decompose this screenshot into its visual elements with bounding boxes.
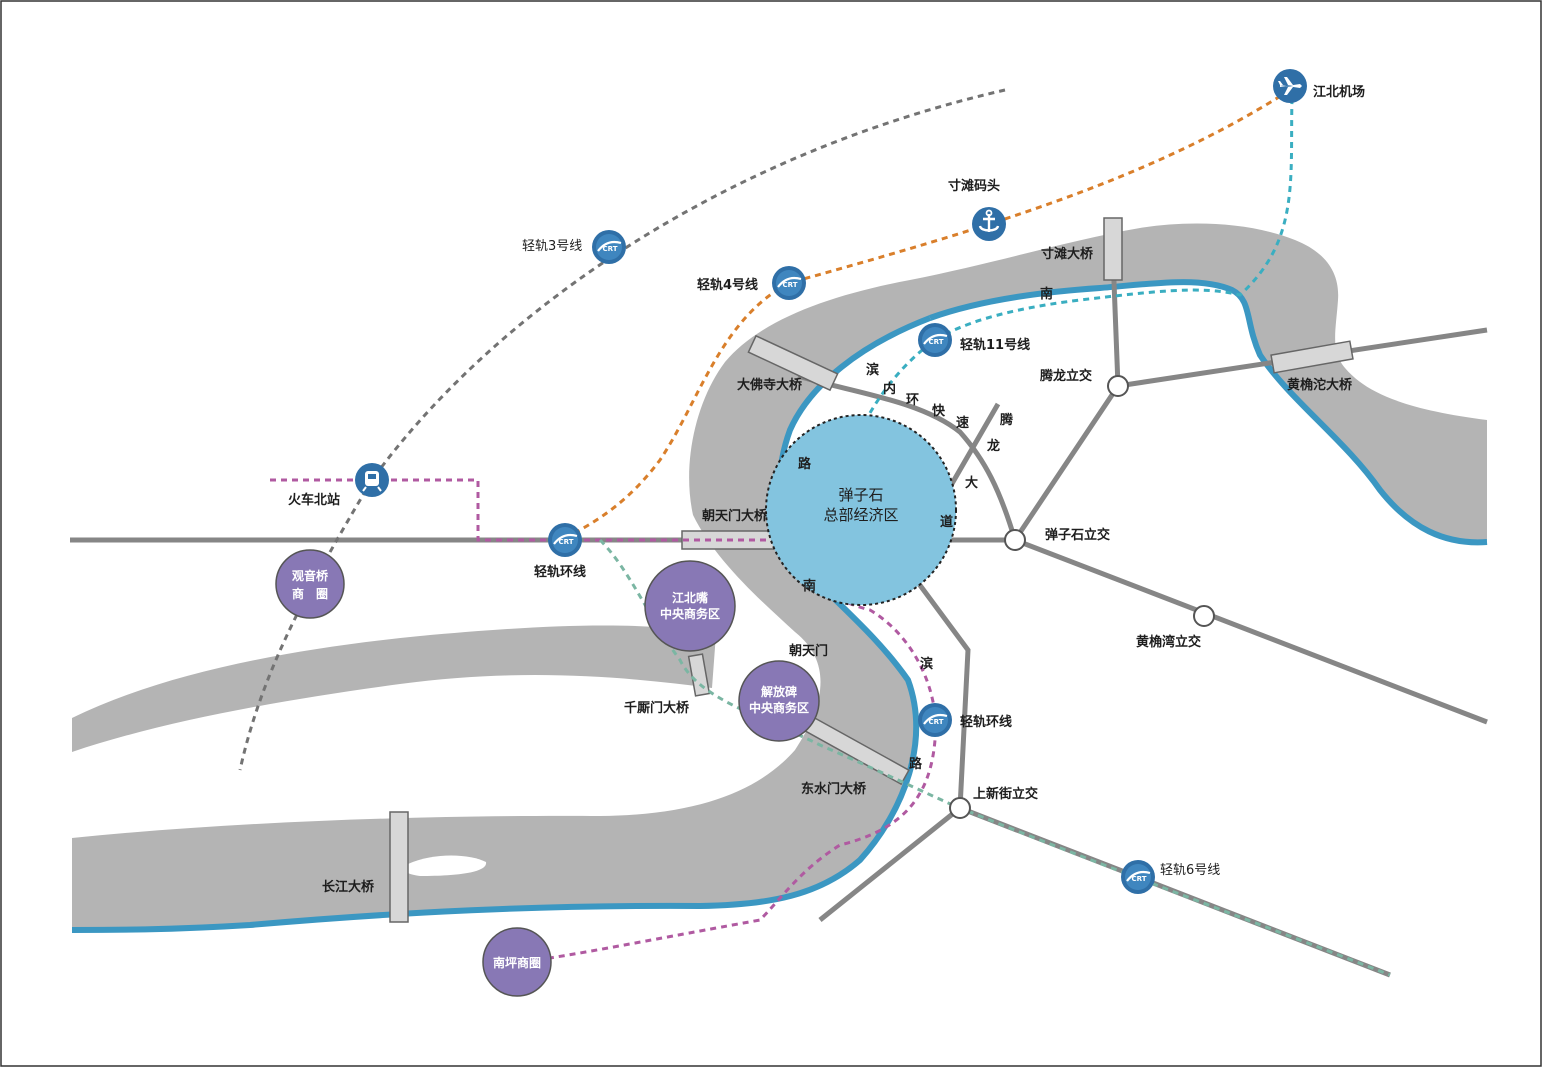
road-char: 滨 [920,656,933,672]
transit-lines [238,88,1391,977]
label-tenglong-interchange: 腾龙立交 [1039,368,1092,384]
road-char: 快 [932,403,946,419]
zone-label: 商 圈 [292,586,328,601]
road-char: 环 [906,393,919,408]
crt-icon[interactable] [916,321,954,359]
road-char: 路 [909,756,923,772]
label-lrt11: 轻轨11号线 [960,337,1030,353]
label-train-north: 火车北站 [288,492,340,508]
road-char: 南 [803,578,816,594]
zone-label: 解放碑 [761,684,797,699]
zone-guanyinqiao[interactable]: 观音桥 商 圈 [275,549,345,619]
zone-label: 江北嘴 [672,590,708,605]
crt-icon[interactable] [546,521,584,559]
label-wharf: 寸滩码头 [948,178,1000,194]
bridge-marks [389,217,1354,923]
label-lrt4: 轻轨4号线 [697,277,758,293]
road-char: 龙 [987,438,1000,454]
label-cuntan-bridge: 寸滩大桥 [1041,246,1094,262]
interchange-nodes [949,375,1215,819]
label-danzishi-interchange: 弹子石立交 [1045,527,1110,543]
airplane-icon[interactable] [1273,69,1307,103]
label-airport: 江北机场 [1313,84,1365,100]
label-lrt6: 轻轨6号线 [1160,863,1220,878]
label-lrt-loop-south: 轻轨环线 [960,714,1012,730]
anchor-icon[interactable] [972,207,1006,241]
bridge-labels: 寸滩大桥 黄桷沱大桥 大佛寺大桥 朝天门大桥 千厮门大桥 东水门大桥 长江大桥 [322,246,1353,895]
station-labels: 江北机场 寸滩码头 火车北站 轻轨3号线 轻轨4号线 轻轨11号线 轻轨环线 轻… [288,84,1365,878]
zone-jiangbeizui[interactable]: 江北嘴 中央商务区 [644,560,736,652]
road-char: 道 [940,514,953,530]
zone-jiefangbei[interactable]: 解放碑 中央商务区 [738,660,820,742]
danzishi-hub[interactable]: 弹子石 总部经济区 [765,414,957,606]
river-bank-north [928,279,1488,546]
label-changjiang-bridge: 长江大桥 [322,879,375,895]
road-char: 大 [965,475,978,491]
zone-label: 南坪商圈 [493,955,541,970]
road-char: 路 [798,456,812,472]
crt-icon[interactable] [1119,858,1157,896]
label-chaotianmen-bridge: 朝天门大桥 [702,508,768,524]
road-labels: 内 环 快 速 腾 龙 大 道 南 滨 路 南 滨 路 [798,286,1053,772]
label-huangjuewan-interchange: 黄桷湾立交 [1136,634,1201,650]
road-char: 内 [883,381,896,397]
zone-label: 中央商务区 [660,606,720,621]
river-island [404,855,487,876]
road-char: 南 [1040,286,1053,302]
road-char: 腾 [999,412,1014,428]
hub-label-2: 总部经济区 [823,506,898,524]
crt-icon[interactable] [770,264,808,302]
crt-icon[interactable] [916,701,954,739]
label-dafosi-bridge: 大佛寺大桥 [737,377,803,393]
yangtze-river [72,223,1487,931]
hub-label-1: 弹子石 [838,486,883,504]
zone-nanping[interactable]: 南坪商圈 [482,927,552,997]
crt-icon[interactable] [590,228,628,266]
label-chaotianmen: 朝天门 [789,643,828,659]
label-qiansimen-bridge: 千厮门大桥 [624,700,690,716]
label-shangxinjie-interchange: 上新街立交 [973,786,1038,802]
train-icon[interactable] [355,463,389,497]
interchange-labels: 腾龙立交 弹子石立交 黄桷湾立交 上新街立交 朝天门 [789,368,1201,802]
label-huangjuetuo-bridge: 黄桷沱大桥 [1287,377,1353,393]
label-dongshuimen-bridge: 东水门大桥 [801,781,867,797]
zone-label: 中央商务区 [749,700,809,715]
zone-label: 观音桥 [292,568,329,583]
road-char: 速 [956,415,969,431]
road-char: 滨 [866,362,879,378]
jialing-river [72,625,716,752]
label-lrt3: 轻轨3号线 [522,239,582,254]
label-lrt-loop-west: 轻轨环线 [534,564,586,580]
